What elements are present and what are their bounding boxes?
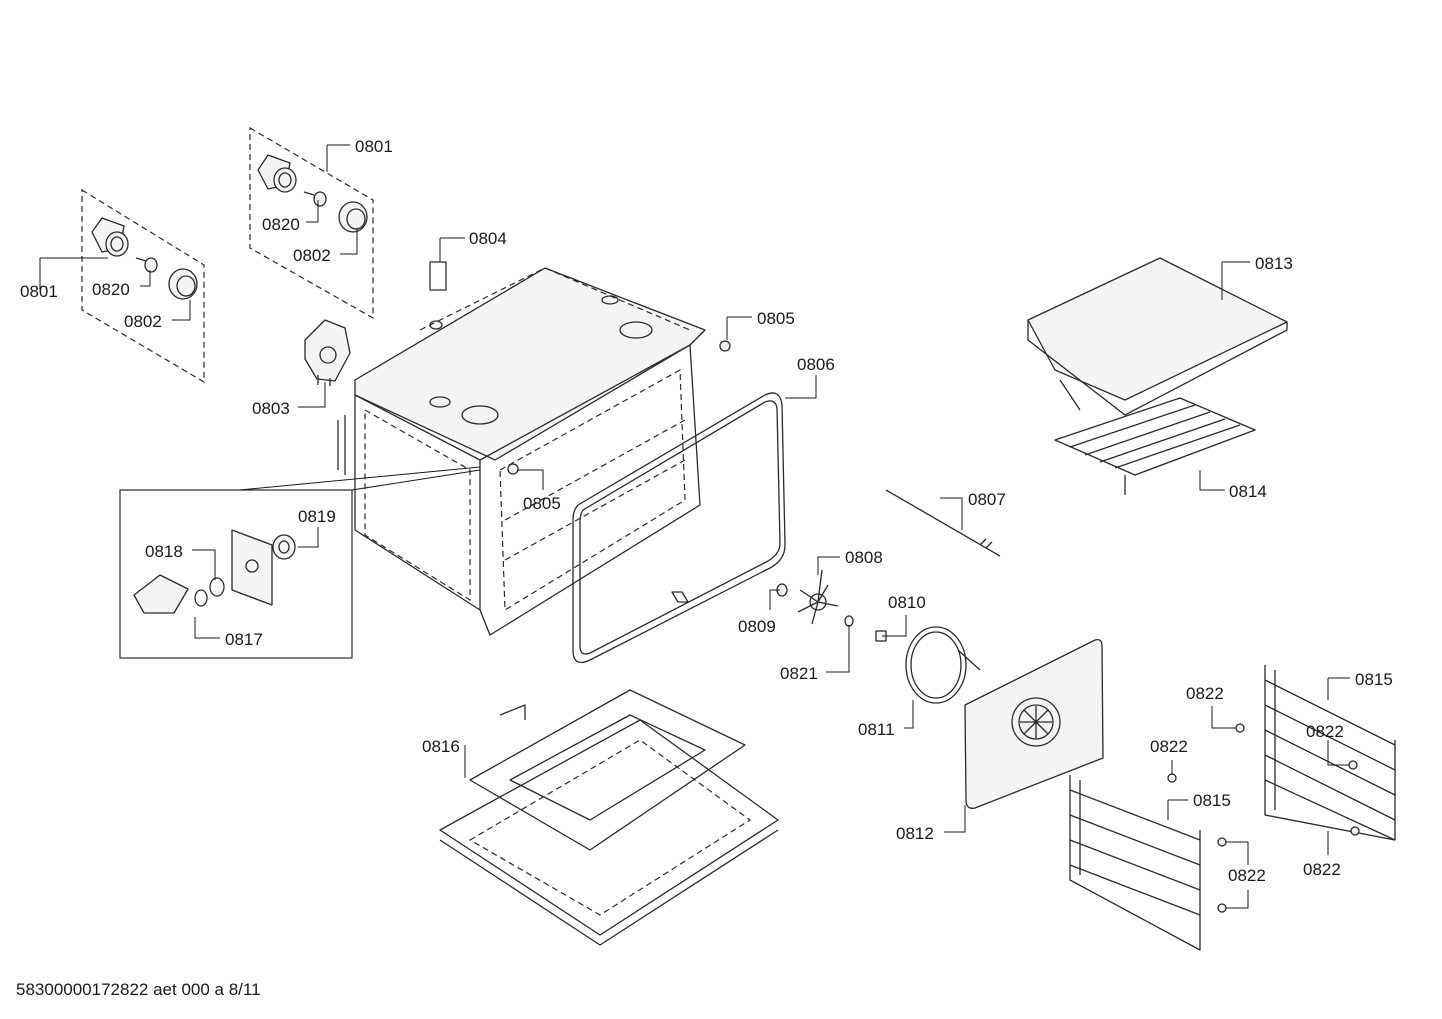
- fan-wheel-0808: [776, 569, 854, 627]
- label-0812: 0812: [896, 824, 934, 843]
- label-0813: 0813: [1255, 254, 1293, 273]
- label-0815-left: 0815: [1193, 791, 1231, 810]
- label-0805-bottom: 0805: [523, 494, 561, 513]
- sensor-0807: [885, 489, 1001, 557]
- label-0817: 0817: [225, 630, 263, 649]
- screws-0822: [1167, 723, 1360, 913]
- label-0818: 0818: [145, 542, 183, 561]
- label-0804: 0804: [469, 229, 507, 248]
- label-0822-b: 0822: [1306, 722, 1344, 741]
- label-0805-top: 0805: [757, 309, 795, 328]
- label-0809: 0809: [738, 617, 776, 636]
- side-rack-left-0815: [1069, 775, 1201, 951]
- top-heater-element-0814: [1054, 379, 1256, 495]
- lamp-assembly-left: [81, 188, 205, 384]
- label-0822-a: 0822: [1186, 684, 1224, 703]
- label-0802-right: 0802: [293, 246, 331, 265]
- side-rack-right-0815: [1264, 665, 1396, 841]
- label-0820-right: 0820: [262, 215, 300, 234]
- oven-cavity: [337, 261, 731, 636]
- label-0821: 0821: [780, 664, 818, 683]
- label-0822-e: 0822: [1228, 866, 1266, 885]
- lamp-assembly-right: [249, 126, 374, 320]
- ring-element-0811: [875, 626, 981, 704]
- label-0815-right: 0815: [1355, 670, 1393, 689]
- label-0803: 0803: [252, 399, 290, 418]
- label-0822-c: 0822: [1150, 737, 1188, 756]
- label-0802-left: 0802: [124, 312, 162, 331]
- bottom-heater-element-0816: [469, 689, 746, 851]
- document-footer-code: 58300000172822 aet 000 a 8/11: [16, 980, 261, 999]
- label-0822-d: 0822: [1303, 860, 1341, 879]
- leader-lines: [39, 144, 1350, 909]
- part-labels: 0801 0801 0820 0820 0802 0802 0803 0804 …: [20, 137, 1393, 885]
- inset-detail-box: [119, 466, 481, 659]
- lamp-motor-0803: [304, 319, 351, 386]
- label-0801-right: 0801: [355, 137, 393, 156]
- label-0808: 0808: [845, 548, 883, 567]
- label-0816: 0816: [422, 737, 460, 756]
- label-0806: 0806: [797, 355, 835, 374]
- label-0811: 0811: [858, 720, 895, 739]
- bottom-cover-0816: [439, 719, 779, 946]
- top-cover-0813: [1027, 257, 1288, 416]
- label-0820-left: 0820: [92, 280, 130, 299]
- label-0801-left: 0801: [20, 282, 58, 301]
- label-0810: 0810: [888, 593, 926, 612]
- label-0819: 0819: [298, 507, 336, 526]
- rear-panel-0812: [964, 638, 1104, 809]
- label-0814: 0814: [1229, 482, 1267, 501]
- door-gasket-0806: [572, 392, 786, 664]
- label-0807: 0807: [968, 490, 1006, 509]
